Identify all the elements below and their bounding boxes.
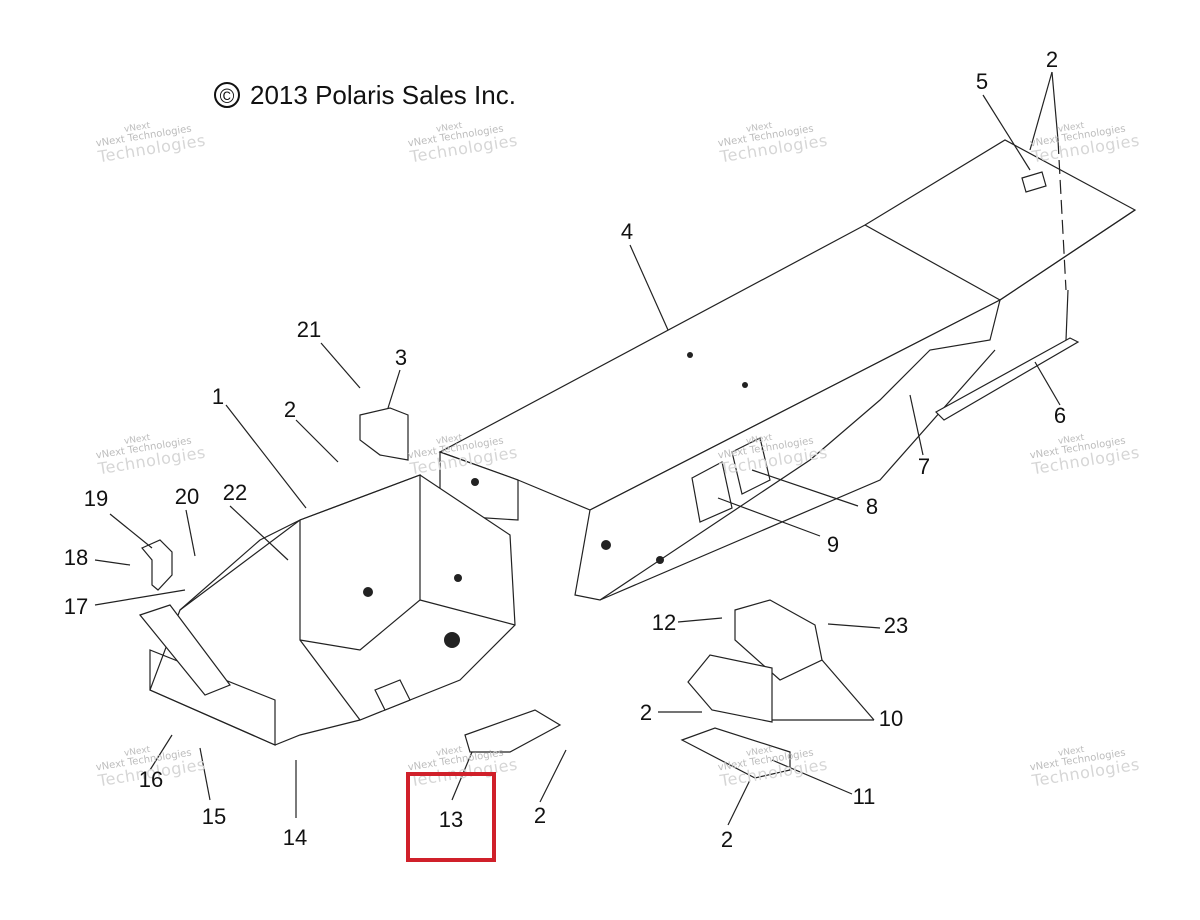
callout-22[interactable]: 22 bbox=[222, 480, 248, 505]
callout-17[interactable]: 17 bbox=[63, 594, 89, 619]
callout-20[interactable]: 20 bbox=[174, 484, 200, 509]
callout-2[interactable]: 2 bbox=[533, 803, 547, 828]
callout-15[interactable]: 15 bbox=[201, 804, 227, 829]
leader-lines bbox=[94, 71, 1069, 826]
callout-11[interactable]: 11 bbox=[852, 784, 876, 809]
callout-23[interactable]: 23 bbox=[883, 613, 909, 638]
bracket-11 bbox=[680, 727, 791, 779]
callout-13[interactable]: 13 bbox=[438, 807, 464, 832]
copyright-symbol: © bbox=[214, 82, 240, 108]
plate-8 bbox=[731, 437, 771, 495]
bracket-13 bbox=[464, 709, 562, 753]
bracket-3 bbox=[359, 407, 409, 461]
plate-9 bbox=[691, 461, 733, 523]
callout-1[interactable]: 1 bbox=[211, 384, 225, 409]
rail-6 bbox=[935, 337, 1080, 421]
callout-3[interactable]: 3 bbox=[394, 345, 408, 370]
heat-shield-10 bbox=[687, 599, 823, 723]
callout-7[interactable]: 7 bbox=[917, 454, 931, 479]
copyright-text: 2013 Polaris Sales Inc. bbox=[250, 80, 516, 110]
highlight-box bbox=[406, 772, 496, 862]
copyright-notice: © 2013 Polaris Sales Inc. bbox=[214, 80, 516, 111]
front-frame-part bbox=[138, 474, 516, 746]
callout-4[interactable]: 4 bbox=[620, 219, 634, 244]
callout-2[interactable]: 2 bbox=[639, 700, 653, 725]
bracket-5 bbox=[1021, 171, 1047, 193]
callout-2[interactable]: 2 bbox=[1045, 47, 1059, 72]
callout-9[interactable]: 9 bbox=[826, 532, 840, 557]
callout-21[interactable]: 21 bbox=[296, 317, 322, 342]
callout-8[interactable]: 8 bbox=[865, 494, 879, 519]
callout-12[interactable]: 12 bbox=[651, 610, 677, 635]
callout-14[interactable]: 14 bbox=[282, 825, 308, 850]
callout-6[interactable]: 6 bbox=[1053, 403, 1067, 428]
callout-2[interactable]: 2 bbox=[720, 827, 734, 852]
callout-10[interactable]: 10 bbox=[878, 706, 904, 731]
tunnel-part bbox=[438, 139, 1137, 601]
callout-19[interactable]: 19 bbox=[83, 486, 109, 511]
callout-16[interactable]: 16 bbox=[138, 767, 164, 792]
callout-2[interactable]: 2 bbox=[283, 397, 297, 422]
callout-18[interactable]: 18 bbox=[63, 545, 89, 570]
callout-5[interactable]: 5 bbox=[975, 69, 989, 94]
bracket-19 bbox=[141, 539, 173, 591]
